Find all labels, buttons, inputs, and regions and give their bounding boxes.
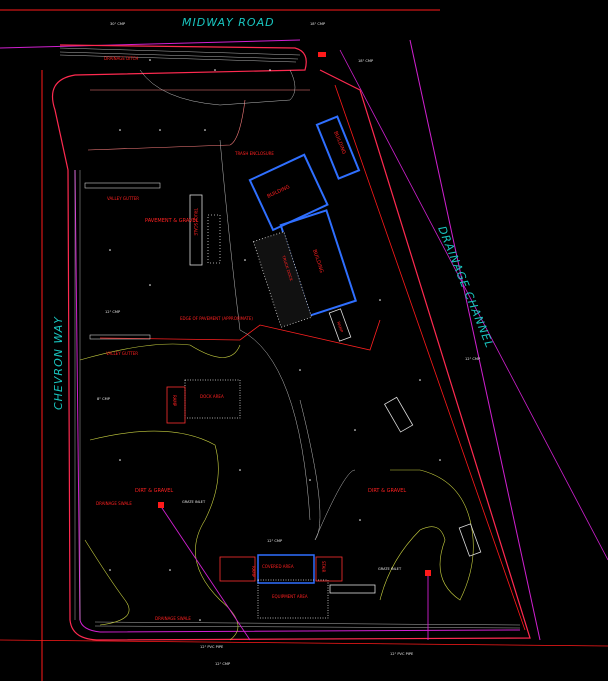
covered-area-outline (257, 554, 315, 584)
drainage-ditch-label: DRAINAGE DITCH (104, 56, 138, 61)
pavement-gravel-label: PAVEMENT & GRAVEL (145, 218, 199, 224)
pad-east (384, 396, 414, 433)
stair-outline (315, 556, 343, 582)
edge-of-pavement-label: EDGE OF PAVEMENT (APPROXIMATE) (180, 316, 253, 321)
dock-area-outline (184, 379, 241, 419)
valley-gutter-1-label: VALLEY GUTTER (107, 196, 139, 201)
midway-road-label: MIDWAY ROAD (182, 16, 275, 29)
stair-label: STAIR (321, 561, 326, 573)
dirt-gravel-east-label: DIRT & GRAVEL (368, 488, 406, 494)
channel-line (339, 49, 608, 561)
contour-sw (84, 539, 130, 626)
building-1-outline (248, 153, 329, 232)
grade-line-2 (219, 139, 311, 521)
drainage-swale-west-label: DRAINAGE SWALE (96, 501, 132, 506)
cmp-note-2: 18" CMP (310, 22, 326, 26)
drainage-swale-south-label: DRAINAGE SWALE (155, 616, 191, 621)
road-edge-lines (59, 47, 301, 63)
grate-inlet-1 (158, 502, 164, 508)
property-line-west-south (74, 169, 521, 633)
scale-pad (207, 214, 221, 264)
culvert-headwall (318, 52, 326, 57)
trash-enclosure-label: TRASH ENCLOSURE (234, 151, 274, 156)
cmp-note-1: 30" CMP (110, 22, 126, 26)
pvc-pipe-note-1: 12" PVC PIPE (200, 645, 224, 649)
east-curb (334, 84, 526, 631)
covered-area-label: COVERED AREA (262, 564, 294, 569)
grade-line-3 (299, 399, 356, 541)
valley-gutter-1 (84, 182, 161, 189)
contour-west (89, 430, 239, 641)
building-1-label: BUILDING (266, 184, 291, 200)
cmp-note-7: 12" CMP (465, 357, 481, 361)
grate-inlet-2 (425, 570, 431, 576)
property-line-east (409, 39, 541, 641)
cmp-note-4: 12" CMP (105, 310, 121, 314)
truck-scale-label: TRUCK SCALE (193, 207, 198, 236)
building-2-label: BUILDING (311, 249, 324, 274)
drainage-channel-label: DRAINAGE CHANNEL (435, 224, 496, 350)
south-edge-lines (94, 621, 521, 629)
cmp-note-5: 8" CMP (97, 397, 111, 401)
truck-dock-outline (252, 231, 313, 328)
ramp-3-label: RAMP (336, 321, 344, 334)
contour-east (379, 469, 474, 601)
chevron-way-label: CHEVRON WAY (52, 316, 65, 410)
cmp-note-3: 18" CMP (358, 59, 374, 63)
pvc-pipe-note-2: 12" PVC PIPE (390, 652, 414, 656)
grate-inlet-note-2: GRATE INLET (378, 567, 402, 571)
cmp-note-6: 12" CMP (267, 539, 283, 543)
pad-se (458, 523, 482, 557)
walkway-outline (329, 584, 376, 594)
contour-mid (79, 343, 241, 361)
site-boundary (51, 44, 531, 641)
cmp-note-8: 12" CMP (215, 662, 231, 666)
ramp-2-label: RAMP (251, 566, 256, 578)
west-edge-lines (74, 170, 81, 620)
truck-scale-outline (189, 194, 203, 266)
pad-outline (219, 556, 256, 582)
valley-gutter-2-label: VALLEY GUTTER (106, 351, 138, 356)
storm-pipes (159, 504, 429, 641)
building-3-outline (315, 115, 361, 180)
pavement-edge (87, 89, 310, 151)
equipment-area-outline (257, 579, 329, 619)
dock-area-label: DOCK AREA (200, 394, 224, 399)
valley-gutter-2 (89, 334, 151, 340)
property-line-north (0, 39, 301, 49)
ramp-1-outline (166, 386, 186, 424)
spot-elevation-markers (109, 59, 441, 621)
edge-of-pavement-line (99, 319, 381, 351)
south-line (0, 639, 608, 647)
dirt-gravel-west-label: DIRT & GRAVEL (135, 488, 173, 494)
grade-line (139, 69, 296, 106)
grate-inlet-note-1: GRATE INLET (182, 500, 206, 504)
ramp-1-label: RAMP (172, 395, 177, 407)
equipment-area-label: EQUIPMENT AREA (272, 594, 308, 599)
ramp-3-outline (328, 308, 352, 342)
